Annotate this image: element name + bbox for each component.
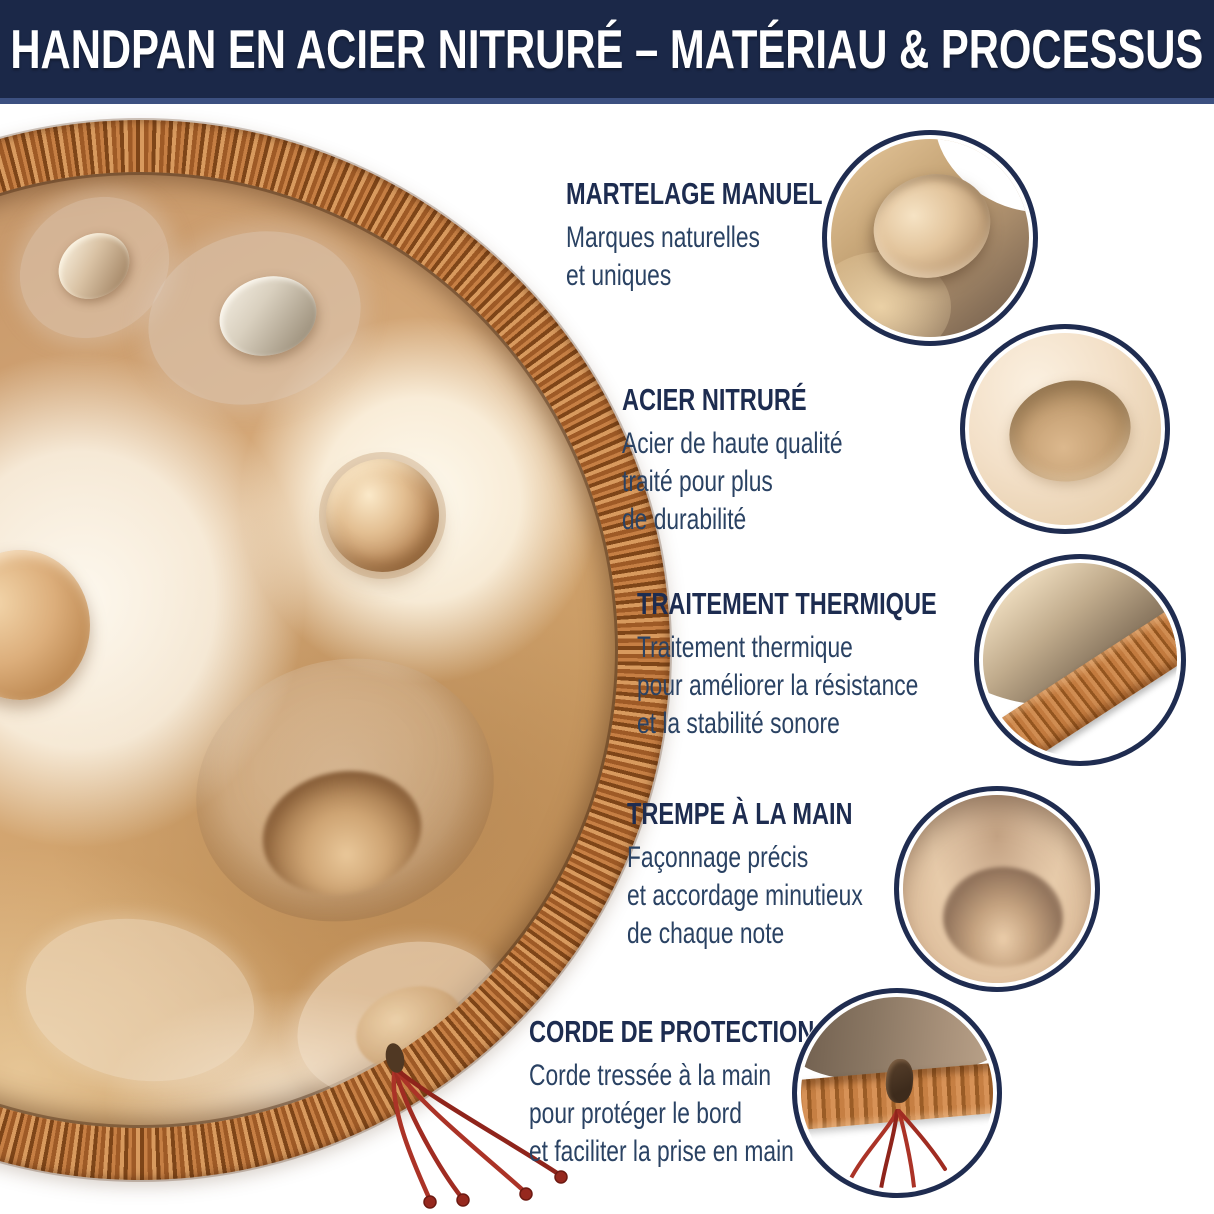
feature-martelage: MARTELAGE MANUEL Marques naturelles et u…	[566, 176, 823, 295]
feature-acier: ACIER NITRURÉ Acier de haute qualité tra…	[622, 382, 843, 539]
feature-text-line: Acier de haute qualité	[622, 427, 843, 460]
feature-text-line: Marques naturelles	[566, 221, 760, 254]
tone-field-dimple	[999, 369, 1141, 493]
title-banner: HANDPAN EN ACIER NITRURÉ – MATÉRIAU & PR…	[0, 0, 1214, 104]
feature-trempe: TREMPE À LA MAIN Façonnage précis et acc…	[627, 796, 863, 953]
protection-rope-closeup-image	[801, 997, 993, 1189]
feature-heading: CORDE DE PROTECTION	[529, 1014, 815, 1049]
steel-dimple-closeup-image	[969, 333, 1161, 525]
feature-text-line: Façonnage précis	[627, 841, 809, 874]
feature-text-line: Traitement thermique	[637, 631, 853, 664]
feature-heading: ACIER NITRURÉ	[622, 382, 807, 417]
detail-photo-traitement	[974, 554, 1186, 766]
rope-knot	[385, 1043, 405, 1073]
feature-text-line: pour améliorer la résistance	[637, 669, 919, 702]
feature-text-line: de durabilité	[622, 503, 747, 536]
feature-text-line: pour protéger le bord	[529, 1097, 742, 1130]
detail-photo-corde	[792, 988, 1002, 1198]
feature-text-line: et faciliter la prise en main	[529, 1135, 794, 1168]
tone-field-dimple	[943, 867, 1063, 967]
page-title: HANDPAN EN ACIER NITRURÉ – MATÉRIAU & PR…	[10, 18, 1204, 80]
feature-text-line: de chaque note	[627, 917, 785, 950]
detail-photo-trempe	[894, 786, 1100, 992]
feature-text-line: traité pour plus	[622, 465, 773, 498]
rim-rope-closeup-image	[983, 563, 1177, 757]
tone-field-closeup-image	[831, 139, 1029, 337]
detail-photo-martelage	[822, 130, 1038, 346]
feature-traitement: TRAITEMENT THERMIQUE Traitement thermiqu…	[637, 586, 937, 743]
tuned-note-closeup-image	[903, 795, 1091, 983]
feature-corde: CORDE DE PROTECTION Corde tressée à la m…	[529, 1014, 814, 1171]
feature-text-line: et la stabilité sonore	[637, 707, 840, 740]
handpan-surface	[0, 172, 618, 1128]
tone-field	[12, 901, 268, 1099]
feature-text-line: Corde tressée à la main	[529, 1059, 772, 1092]
feature-text-line: et accordage minutieux	[627, 879, 863, 912]
red-rope-strings	[847, 1109, 947, 1189]
feature-heading: TREMPE À LA MAIN	[627, 796, 853, 831]
red-rope-strings	[385, 1043, 568, 1209]
detail-photo-acier	[960, 324, 1170, 534]
feature-heading: MARTELAGE MANUEL	[566, 176, 823, 211]
center-dome	[0, 550, 90, 700]
feature-text-line: et uniques	[566, 259, 672, 292]
tone-field-dome	[326, 459, 439, 572]
feature-heading: TRAITEMENT THERMIQUE	[637, 586, 937, 621]
